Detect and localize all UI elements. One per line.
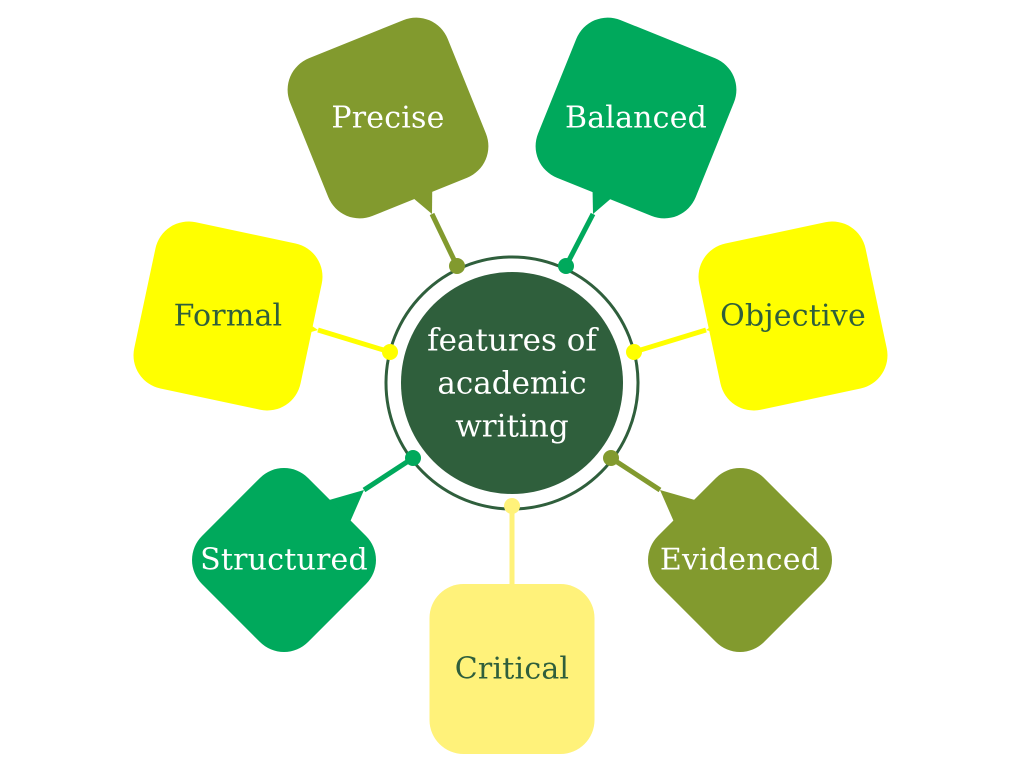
connector-balanced (563, 212, 596, 268)
center-node (401, 272, 623, 494)
connector-dots (382, 258, 642, 514)
node-box-balanced (535, 17, 737, 219)
connector-precise (429, 212, 460, 268)
connector-dot-objective (626, 344, 642, 360)
node-box-formal (133, 221, 323, 411)
node-box-critical (429, 584, 595, 754)
connector-dot-critical (504, 498, 520, 514)
connector-dot-structured (405, 450, 421, 466)
connector-evidenced (609, 455, 662, 493)
node-box-structured (192, 468, 376, 652)
node-box-evidenced (648, 468, 832, 652)
node-label-precise: Precise (331, 100, 445, 136)
connector-dot-evidenced (603, 450, 619, 466)
connector-dot-balanced (558, 258, 574, 274)
connector-objective (633, 327, 707, 355)
node-label-structured: Structured (200, 542, 368, 578)
node-label-balanced: Balanced (564, 100, 708, 136)
center-title: features of academic writing (412, 320, 612, 449)
connector-formal (317, 327, 391, 355)
connector-dot-precise (449, 258, 465, 274)
node-box-objective (698, 221, 888, 411)
node-label-evidenced: Evidenced (659, 542, 821, 578)
center-title-line-1: features of (427, 322, 597, 359)
center-title-line-2: academic (437, 365, 587, 402)
connector-wedge-evidenced (660, 490, 697, 525)
feature-boxes (133, 17, 888, 754)
connector-dot-formal (382, 344, 398, 360)
connector-structured (362, 455, 415, 493)
node-label-critical: Critical (454, 651, 570, 687)
node-label-formal: Formal (173, 298, 283, 334)
node-box-precise (287, 17, 489, 219)
connector-wedge-structured (327, 490, 364, 525)
node-label-objective: Objective (720, 298, 866, 334)
center-title-line-3: writing (455, 408, 569, 445)
